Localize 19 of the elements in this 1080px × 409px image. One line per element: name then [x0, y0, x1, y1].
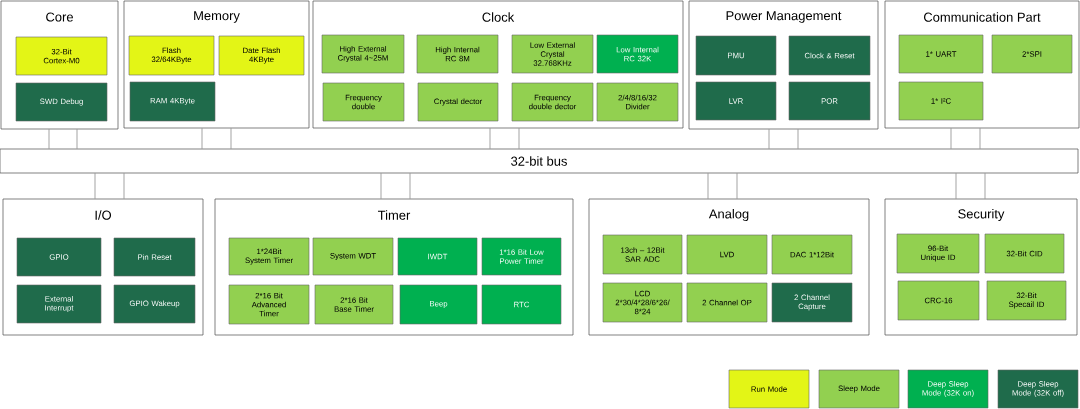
group-title: Timer	[378, 210, 411, 220]
group-title: Communication Part	[924, 12, 1041, 22]
group-title: Core	[46, 12, 73, 22]
bus-bar: 32-bit bus	[0, 148, 1079, 174]
bus-connector	[950, 128, 981, 149]
bus-connector	[707, 173, 738, 199]
group-title: Analog	[708, 208, 749, 222]
group-title: Security	[958, 208, 1005, 222]
bus-connector	[48, 129, 78, 149]
bus-connector	[489, 128, 520, 149]
group-title: Memory	[194, 11, 240, 23]
group-title: I/O	[95, 210, 111, 220]
group-title: Clock	[482, 12, 515, 22]
bus-connector	[768, 129, 799, 149]
bus-connector	[201, 128, 232, 149]
group-title: Power Management	[726, 11, 842, 23]
bus-connector	[955, 173, 986, 199]
bus-connector	[94, 173, 125, 199]
bus-connector	[380, 173, 411, 199]
